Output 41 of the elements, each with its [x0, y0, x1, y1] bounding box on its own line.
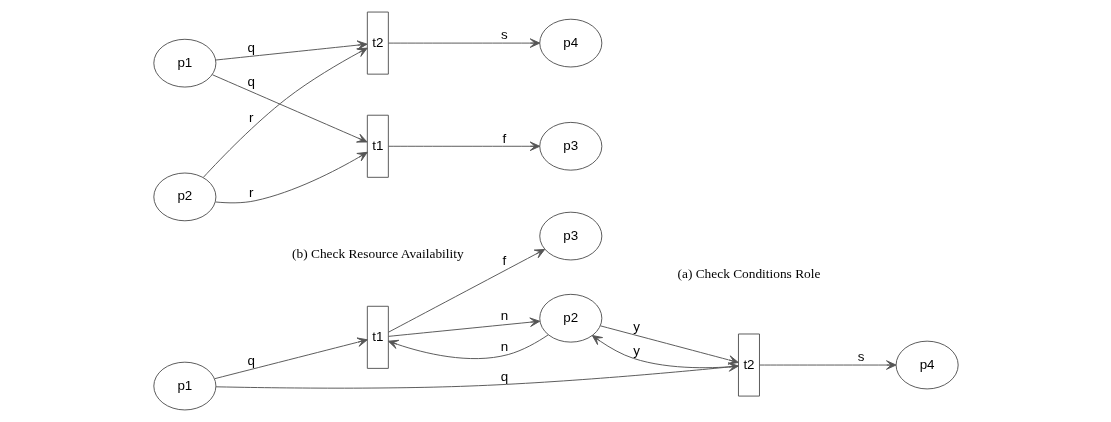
edge-label: q: [500, 368, 508, 384]
node-ellipse: p3: [538, 121, 602, 171]
node-ellipse: p2: [152, 172, 216, 222]
node-box: t1: [366, 114, 389, 178]
arrow: [214, 40, 367, 61]
arrow: [387, 317, 540, 337]
arrow: [758, 360, 896, 370]
arrow: [387, 334, 549, 360]
node-ellipse: p4: [895, 340, 959, 390]
edge-label: r: [248, 109, 253, 125]
edge-label: r: [248, 185, 253, 201]
edge-label: y: [632, 318, 640, 334]
arrow: [202, 47, 368, 178]
node-ellipse: p1: [152, 38, 216, 88]
edge-label: n: [500, 338, 508, 354]
edge-label: y: [632, 342, 640, 358]
arrow: [211, 74, 367, 143]
node-box: t1: [366, 305, 389, 369]
edge-label: q: [247, 39, 255, 55]
edge-label: f: [502, 252, 506, 268]
label: (b) Check Resource Availability: [291, 245, 464, 261]
arrow: [387, 141, 540, 152]
arrow: [387, 38, 540, 48]
edge-label: q: [247, 353, 255, 369]
edge-label: s: [500, 27, 508, 43]
arrow: [213, 337, 368, 380]
node-ellipse: p3: [538, 211, 602, 261]
edge-label: n: [500, 308, 508, 324]
arrow: [591, 335, 739, 369]
arrow: [214, 151, 368, 204]
node-ellipse: p2: [538, 293, 602, 343]
node-box: t2: [737, 333, 760, 397]
node-ellipse: p1: [152, 361, 216, 411]
edge-label: q: [247, 74, 255, 90]
edge-label: f: [502, 130, 506, 146]
edge-label: s: [857, 349, 865, 365]
arrow: [387, 248, 545, 333]
node-ellipse: p4: [538, 18, 602, 68]
arrow: [599, 325, 739, 365]
label: (a) Check Conditions Role: [677, 265, 820, 281]
node-box: t2: [366, 11, 389, 75]
